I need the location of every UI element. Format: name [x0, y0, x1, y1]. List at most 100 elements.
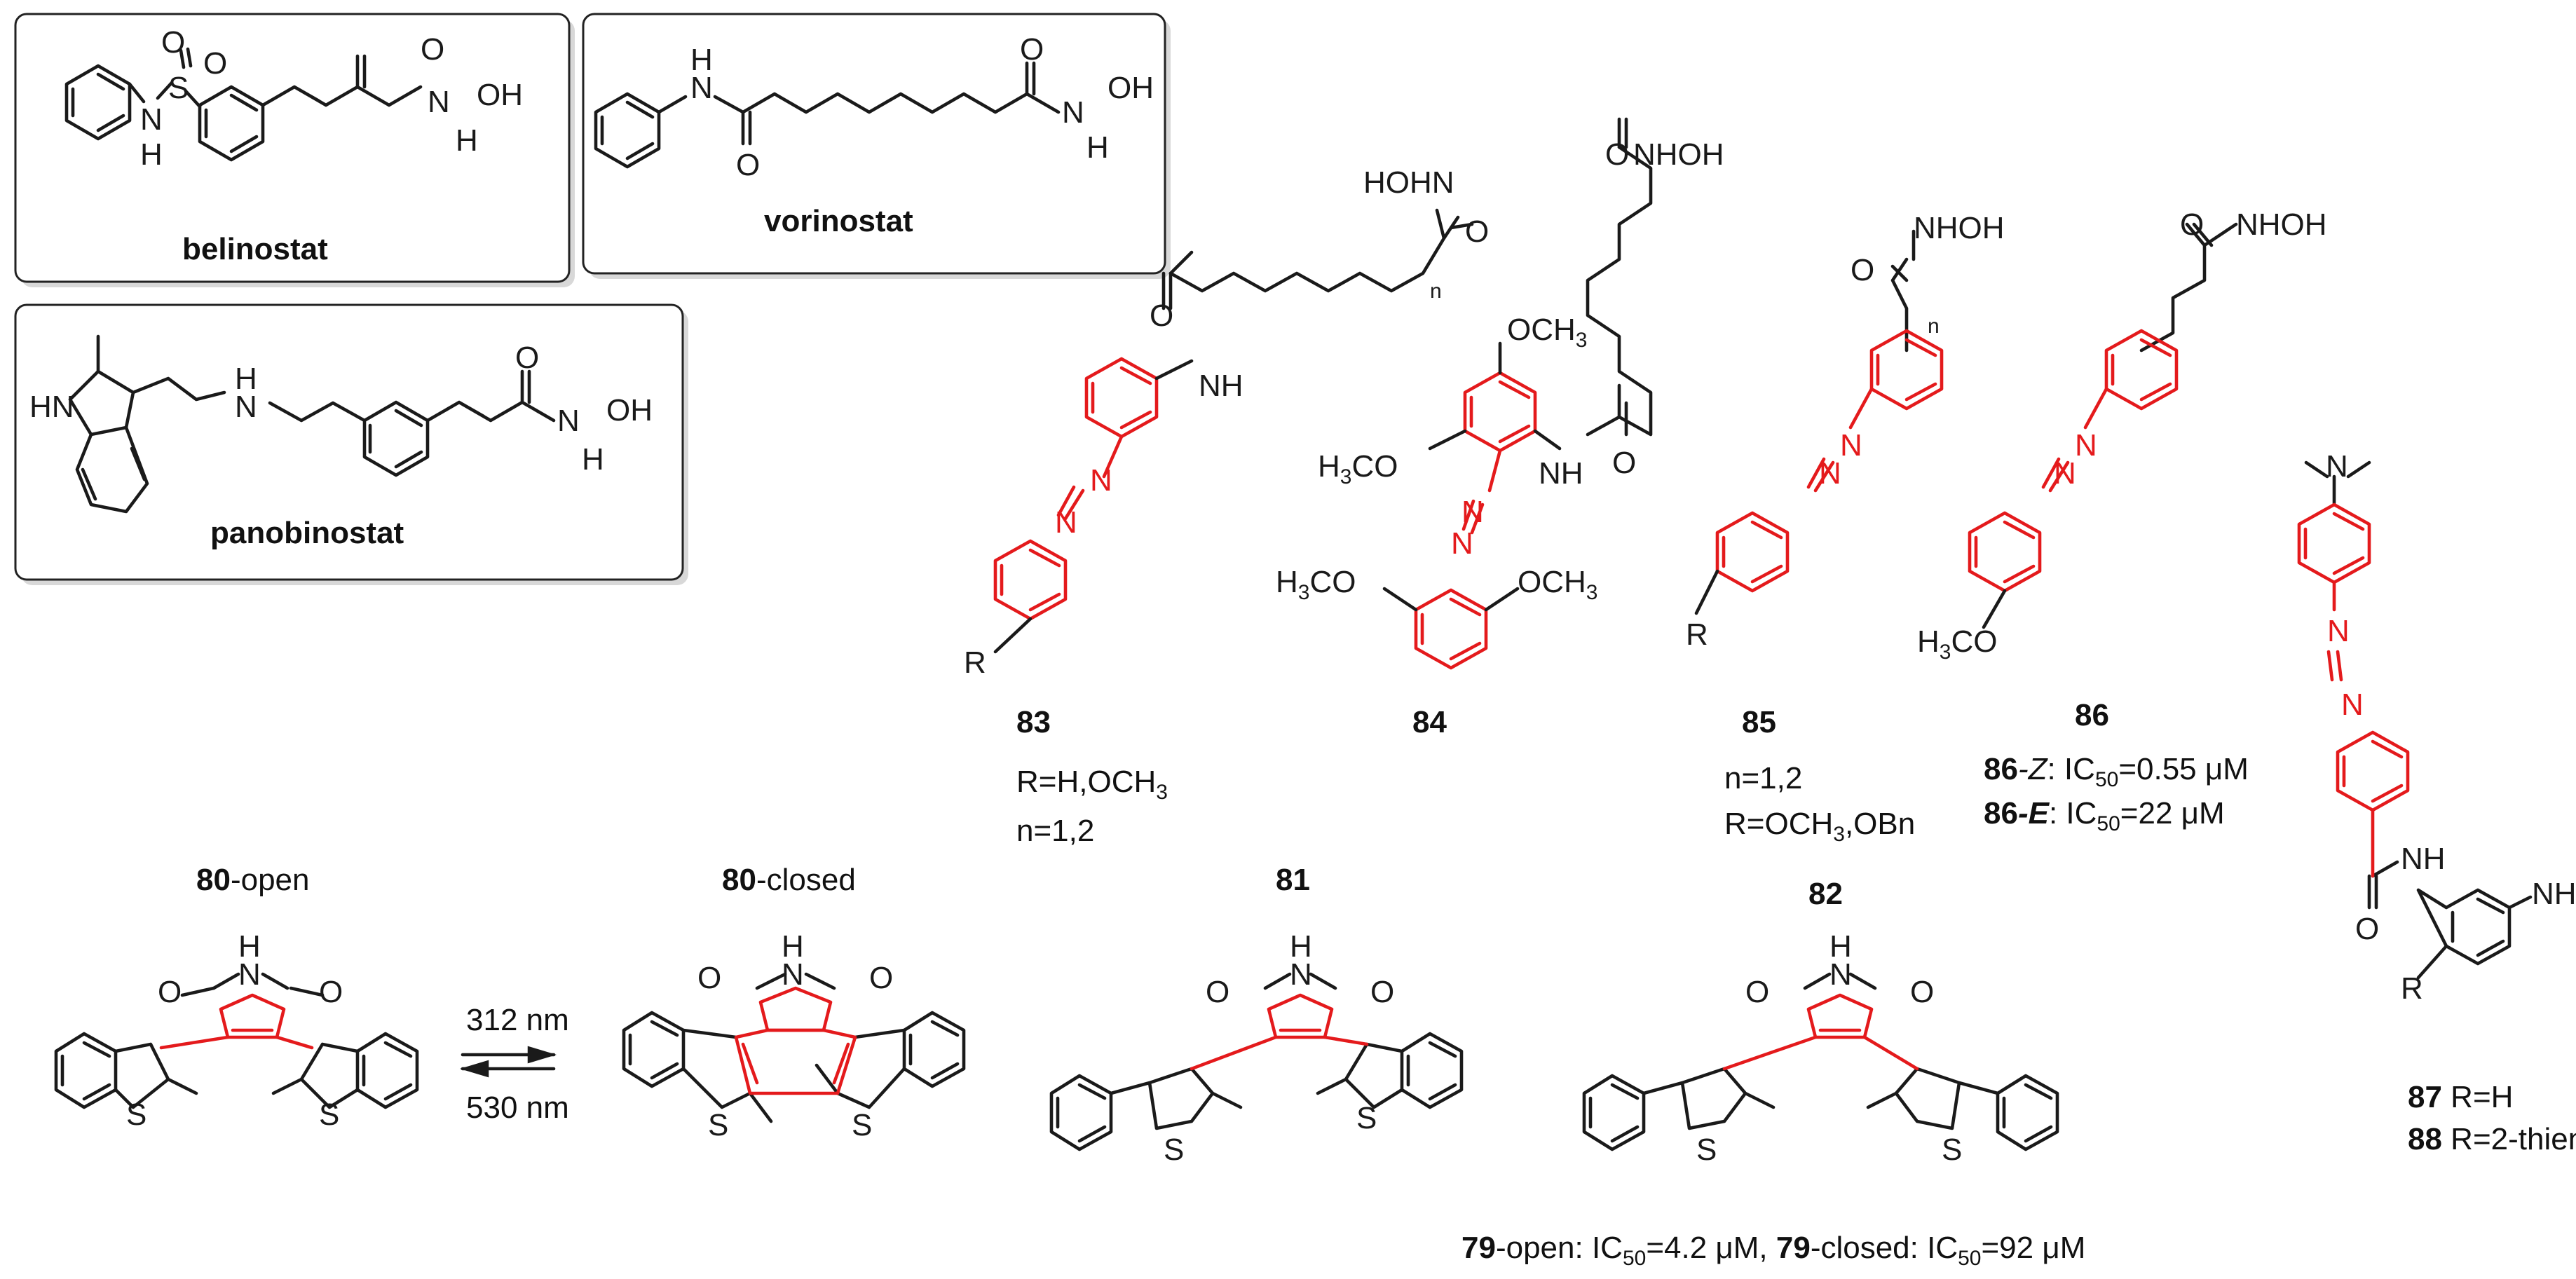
c80o-o2: O [319, 975, 343, 1009]
compound-81: 81 H N O O S S [1049, 863, 1464, 1167]
c84-nh: NH [1539, 456, 1583, 491]
c85-n-sub: n [1928, 315, 1940, 338]
arrow-backward-label: 530 nm [466, 1090, 569, 1125]
c84-o: O [1612, 446, 1636, 480]
c84-h3co-2: H3CO [1276, 565, 1356, 604]
c80c-o2: O [869, 961, 893, 995]
c86-azo-n1: N [2075, 428, 2097, 463]
belinostat-h2: H [456, 123, 478, 158]
c86-number: 86 [2075, 698, 2109, 732]
c83-r: R [964, 645, 986, 680]
c81-h: H [1290, 929, 1312, 964]
c84-nhoh: NHOH [1633, 137, 1724, 172]
vorinostat-n2: N [1062, 95, 1084, 130]
c80o-h: H [238, 929, 261, 964]
belinostat-h: H [140, 137, 163, 172]
c84-och3-top: OCH3 [1507, 313, 1587, 352]
panobinostat-o: O [515, 341, 539, 375]
c86-e-ic50: 86-E: IC50=22 μM [1984, 796, 2225, 835]
c85-azo-n2: N [1819, 456, 1841, 491]
c83-azo-n1: N [1090, 463, 1112, 498]
belinostat-n: N [140, 102, 163, 137]
c87-azo-n1: N [2327, 614, 2350, 648]
c82-n: N [1829, 957, 1852, 992]
c86-nhoh: NHOH [2236, 207, 2327, 242]
panobinostat-panel: HN H N O N OH H panobinostat [14, 303, 688, 585]
compound-83: HOHN O O NH n R N N 83 R=H,OCH3 n=1,2 [964, 165, 1489, 848]
belinostat-n2: N [428, 85, 450, 119]
compound-87-88: N N N O NH NH2 R 87 R=H 88 R=2-thienyl [2297, 449, 2576, 1156]
vorinostat-label: vorinostat [764, 204, 913, 238]
belinostat-oh: OH [477, 78, 523, 112]
c80o-o1: O [158, 975, 182, 1009]
belinostat-o2: O [203, 46, 227, 81]
compound-80-open: 80-open H N O O S S [54, 863, 419, 1132]
c80c-s2: S [852, 1108, 872, 1142]
c87-o: O [2355, 912, 2379, 946]
c80-open-label: 80-open [196, 863, 310, 897]
panobinostat-oh: OH [606, 393, 653, 428]
c83-azo-n2: N [1055, 505, 1077, 540]
compound-80-closed: 80-closed H N O O S S [622, 863, 966, 1142]
c88-label: 88 R=2-thienyl [2408, 1122, 2576, 1156]
c81-label: 81 [1276, 863, 1310, 897]
vorinostat-panel: H N O O N OH H vorinostat [582, 13, 1171, 279]
panobinostat-n2: N [557, 404, 580, 438]
c82-s1: S [1696, 1133, 1717, 1167]
c80c-o1: O [697, 961, 721, 995]
belinostat-panel: N H S O O O N OH H belinostat [14, 13, 575, 287]
belinostat-o3: O [421, 32, 444, 67]
panobinostat-label: panobinostat [210, 516, 404, 550]
photo-switch-arrows: 312 nm 530 nm [459, 1003, 569, 1125]
vorinostat-o2: O [1020, 32, 1044, 67]
c82-h: H [1829, 929, 1852, 964]
vorinostat-oh: OH [1108, 71, 1154, 105]
c83-o2: O [1150, 299, 1173, 333]
c83-note1: R=H,OCH3 [1016, 765, 1168, 804]
c83-n-sub: n [1430, 280, 1442, 303]
c84-azo-n1: N [1461, 495, 1484, 529]
c85-note2: R=OCH3,OBn [1724, 807, 1915, 846]
c87-amide-nh: NH [2401, 842, 2446, 876]
c86-azo-n2: N [2054, 456, 2076, 491]
c82-o2: O [1910, 975, 1934, 1009]
c80o-s1: S [126, 1097, 146, 1132]
c81-s1: S [1164, 1133, 1184, 1167]
compound-84: OCH3 H3CO NH O N N H3CO OCH3 O NHOH 84 [1276, 117, 1724, 739]
c85-r: R [1686, 617, 1708, 652]
c87-nme2: N [2326, 449, 2348, 484]
c85-azo-n1: N [1840, 428, 1862, 463]
c87-azo-n2: N [2341, 688, 2364, 722]
c86-z-ic50: 86-Z: IC50=0.55 μM [1984, 752, 2249, 791]
c82-o1: O [1745, 975, 1769, 1009]
compound-82: 82 H N O O S S [1582, 877, 2059, 1167]
c81-s2: S [1356, 1101, 1377, 1135]
panobinostat-n: N [235, 390, 257, 424]
c83-note2: n=1,2 [1016, 814, 1094, 848]
c84-azo-n2: N [1451, 526, 1473, 561]
c80c-n: N [782, 957, 804, 992]
c83-o1: O [1465, 214, 1489, 249]
c87-label: 87 R=H [2408, 1080, 2513, 1114]
c80-closed-label: 80-closed [722, 863, 856, 897]
c80o-s2: S [319, 1097, 339, 1132]
compound-86: O NHOH N N H3CO 86 86-Z: IC50=0.55 μM 86… [1917, 207, 2327, 835]
c87-r: R [2401, 971, 2423, 1006]
c84-number: 84 [1412, 705, 1447, 739]
belinostat-s: S [168, 71, 189, 105]
c83-number: 83 [1016, 705, 1051, 739]
c81-o1: O [1206, 975, 1229, 1009]
c84-och3-r: OCH3 [1518, 565, 1597, 604]
panobinostat-hn: HN [29, 390, 74, 424]
c85-note1: n=1,2 [1724, 761, 1802, 795]
belinostat-o1: O [161, 25, 185, 60]
c80c-s1: S [708, 1108, 728, 1142]
c83-hohn: HOHN [1363, 165, 1454, 200]
c83-nh: NH [1199, 369, 1243, 403]
vorinostat-n: N [690, 71, 713, 105]
c85-nhoh: NHOH [1914, 211, 2005, 245]
c81-n: N [1290, 957, 1312, 992]
belinostat-label: belinostat [182, 232, 328, 266]
c86-o: O [2180, 207, 2204, 242]
